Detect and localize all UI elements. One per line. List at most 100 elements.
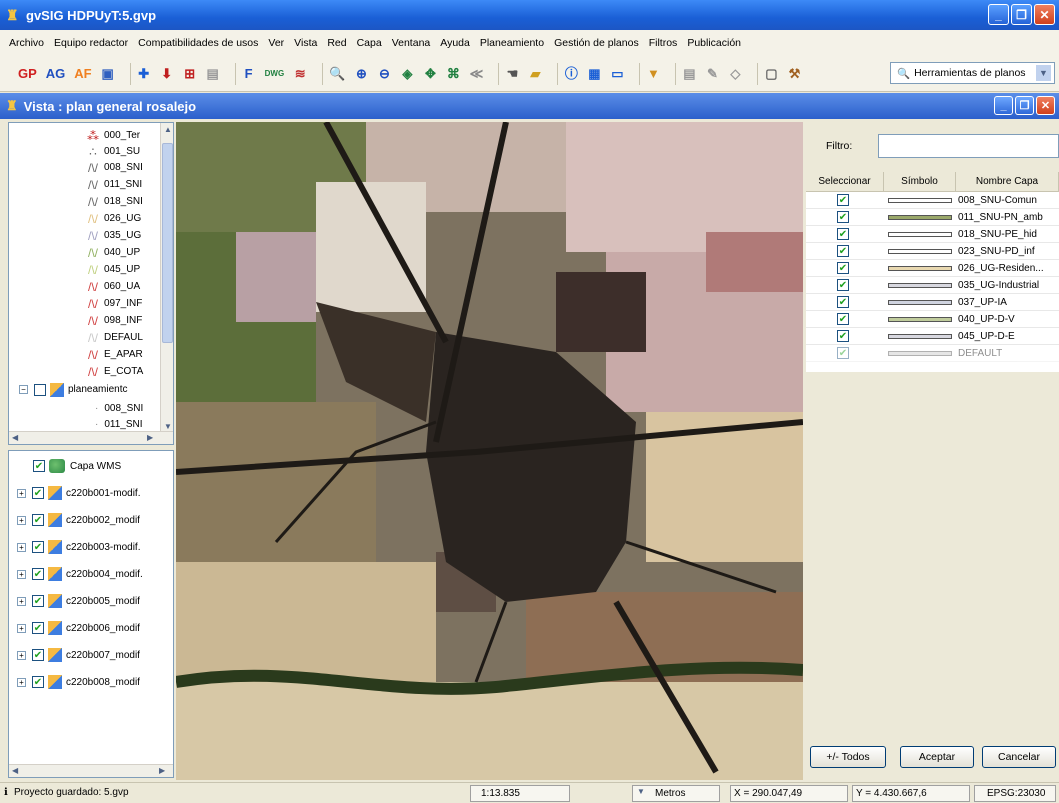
- layer-row[interactable]: +✔c220b001-modif.: [17, 484, 141, 502]
- layer-table-row[interactable]: ✔DEFAULT: [806, 345, 1059, 362]
- hand-icon[interactable]: ☚: [506, 65, 519, 81]
- map-canvas[interactable]: [176, 122, 803, 780]
- ag-button[interactable]: AG: [45, 65, 66, 81]
- add-point-icon[interactable]: ✚: [138, 65, 150, 81]
- menu-ventana[interactable]: Ventana: [391, 37, 431, 49]
- toc-item[interactable]: /\/098_INF: [85, 312, 142, 329]
- row-checkbox[interactable]: ✔: [837, 228, 849, 240]
- scroll-left-icon[interactable]: ◀: [12, 433, 19, 442]
- filter-input[interactable]: [878, 134, 1059, 158]
- group-checkbox[interactable]: [34, 383, 46, 396]
- toc-item[interactable]: ⁂000_Ter: [87, 128, 141, 143]
- wms-checkbox[interactable]: ✔: [33, 460, 45, 472]
- layer-table-row[interactable]: ✔018_SNU-PE_hid: [806, 226, 1059, 243]
- toc-item[interactable]: /\/035_UG: [85, 227, 141, 244]
- layer-table-row[interactable]: ✔011_SNU-PN_amb: [806, 209, 1059, 226]
- toc-item[interactable]: /\/097_INF: [85, 295, 142, 312]
- toc-sub-item[interactable]: ·011_SNI: [95, 419, 143, 430]
- previous-view-icon[interactable]: ≪: [469, 65, 484, 81]
- plan-tools-dropdown[interactable]: 🔍 Herramientas de planos ▼: [890, 62, 1055, 84]
- menu-gestion-planos[interactable]: Gestión de planos: [554, 37, 639, 49]
- table-icon[interactable]: ▦: [588, 65, 601, 81]
- row-checkbox[interactable]: ✔: [837, 347, 849, 359]
- expand-icon[interactable]: +: [17, 677, 26, 687]
- point-disabled-icon[interactable]: ▤: [206, 65, 219, 81]
- row-checkbox[interactable]: ✔: [837, 194, 849, 206]
- layer-checkbox[interactable]: ✔: [32, 649, 44, 661]
- info-icon[interactable]: ⓘ: [564, 65, 578, 81]
- layer-table-row[interactable]: ✔037_UP-IA: [806, 294, 1059, 311]
- row-checkbox[interactable]: ✔: [837, 211, 849, 223]
- minimize-button[interactable]: _: [988, 4, 1009, 25]
- scroll-down-icon[interactable]: ▼: [164, 422, 172, 431]
- toggle-all-button[interactable]: +/- Todos: [810, 746, 886, 768]
- expand-icon[interactable]: +: [17, 623, 26, 633]
- cancel-button[interactable]: Cancelar: [982, 746, 1056, 768]
- toc-item[interactable]: /\/040_UP: [85, 244, 140, 261]
- maximize-button[interactable]: ❐: [1011, 4, 1032, 25]
- expand-icon[interactable]: +: [17, 542, 26, 552]
- toc-item[interactable]: /\/E_COTA: [85, 363, 143, 380]
- save-icon[interactable]: ▣: [101, 65, 114, 81]
- zoom-in-icon[interactable]: ⊕: [355, 65, 367, 81]
- column-header-layer-name[interactable]: Nombre Capa: [956, 172, 1059, 192]
- view-restore-button[interactable]: ❐: [1015, 96, 1034, 115]
- eraser-icon[interactable]: ◇: [730, 65, 741, 81]
- toc-group[interactable]: −planeamientc: [19, 381, 127, 398]
- zoom-out-icon[interactable]: ⊖: [378, 65, 390, 81]
- layer-row[interactable]: +✔c220b007_modif: [17, 646, 140, 664]
- filter-icon[interactable]: ▼: [646, 65, 660, 81]
- gp-button[interactable]: GP: [18, 65, 37, 81]
- dwg-button[interactable]: DWG: [264, 68, 285, 78]
- layer-row[interactable]: +✔c220b002_modif: [17, 511, 140, 529]
- layer-row[interactable]: +✔c220b004_modif.: [17, 565, 143, 583]
- layer-table-row[interactable]: ✔035_UG-Industrial: [806, 277, 1059, 294]
- scroll-right-icon[interactable]: ▶: [147, 433, 154, 442]
- scroll-left-icon[interactable]: ◀: [12, 766, 19, 775]
- toc-item[interactable]: /\/DEFAUL: [85, 329, 143, 346]
- layer-row[interactable]: +✔c220b005_modif: [17, 592, 140, 610]
- layer-row[interactable]: +✔c220b006_modif: [17, 619, 140, 637]
- menu-planeamiento[interactable]: Planeamiento: [479, 37, 545, 49]
- edit-disabled-icon[interactable]: ▤: [683, 65, 696, 81]
- units-select[interactable]: ▼Metros: [632, 785, 720, 802]
- row-checkbox[interactable]: ✔: [837, 262, 849, 274]
- scale-box[interactable]: 1:13.835: [470, 785, 570, 802]
- layer-checkbox[interactable]: ✔: [32, 541, 44, 553]
- full-extent-icon[interactable]: ◈: [402, 65, 413, 81]
- frame-icon[interactable]: ▢: [765, 65, 778, 81]
- scrollbar-thumb[interactable]: [162, 143, 173, 343]
- expand-icon[interactable]: +: [17, 488, 26, 498]
- view-minimize-button[interactable]: _: [994, 96, 1013, 115]
- layer-checkbox[interactable]: ✔: [32, 595, 44, 607]
- layers-horizontal-scrollbar[interactable]: ◀ ▶: [9, 764, 173, 777]
- pencil-icon[interactable]: ✎: [706, 65, 718, 81]
- menu-ayuda[interactable]: Ayuda: [440, 37, 470, 49]
- wms-layer[interactable]: ✔Capa WMS: [33, 459, 122, 473]
- menu-ver[interactable]: Ver: [268, 37, 285, 49]
- menu-publicacion[interactable]: Publicación: [687, 37, 742, 49]
- layers-icon[interactable]: ≋: [294, 65, 306, 81]
- menu-red[interactable]: Red: [327, 37, 347, 49]
- menu-compatibilidades[interactable]: Compatibilidades de usos: [138, 37, 259, 49]
- row-checkbox[interactable]: ✔: [837, 313, 849, 325]
- column-header-symbol[interactable]: Símbolo: [884, 172, 956, 192]
- expand-icon[interactable]: +: [17, 596, 26, 606]
- toc-item[interactable]: /\/060_UA: [85, 278, 140, 295]
- pan-icon[interactable]: ✥: [424, 65, 436, 81]
- tools-icon[interactable]: ⚒: [788, 65, 801, 81]
- row-checkbox[interactable]: ✔: [837, 330, 849, 342]
- expand-icon[interactable]: +: [17, 650, 26, 660]
- menu-vista[interactable]: Vista: [294, 37, 318, 49]
- select-icon[interactable]: ▰: [530, 65, 541, 81]
- toc-item[interactable]: /\/018_SNI: [85, 193, 143, 210]
- chevron-down-icon[interactable]: ▼: [1036, 65, 1051, 81]
- toc-vertical-scrollbar[interactable]: ▲ ▼: [160, 123, 173, 433]
- layer-table-row[interactable]: ✔026_UG-Residen...: [806, 260, 1059, 277]
- layer-table-row[interactable]: ✔045_UP-D-E: [806, 328, 1059, 345]
- toc-item[interactable]: /\/045_UP: [85, 261, 140, 278]
- accept-button[interactable]: Aceptar: [900, 746, 974, 768]
- toc-item[interactable]: /\/008_SNI: [85, 159, 143, 176]
- zoom-icon[interactable]: 🔍: [329, 65, 346, 81]
- toc-item[interactable]: /\/011_SNI: [85, 176, 142, 193]
